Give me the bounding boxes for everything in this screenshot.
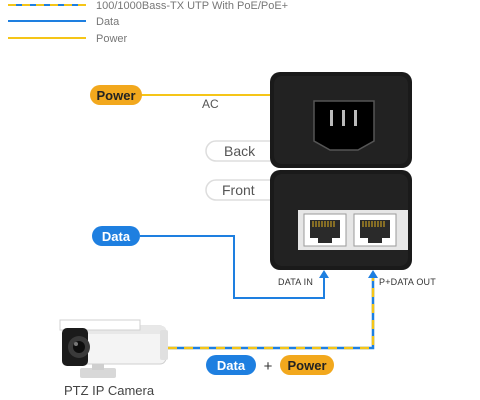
data-out-arrow <box>368 270 378 278</box>
injector-front <box>270 170 412 270</box>
plus-sign: + <box>264 358 273 375</box>
legend: 100/1000Bass-TX UTP With PoE/PoE+ Data P… <box>8 0 288 45</box>
data-pill: Data <box>92 226 140 246</box>
injector-back <box>270 72 412 168</box>
svg-text:Data: Data <box>102 229 131 244</box>
bottom-power-pill: Power <box>280 355 334 375</box>
rj45-port-icon <box>353 213 397 247</box>
legend-label-combined: 100/1000Bass-TX UTP With PoE/PoE+ <box>96 0 288 12</box>
rj45-port-icon <box>303 213 347 247</box>
legend-label-power: Power <box>96 33 128 45</box>
data-wire <box>140 235 325 299</box>
data-in-label: DATA IN <box>278 277 313 287</box>
back-label: Back <box>205 140 270 162</box>
camera-label: PTZ IP Camera <box>64 383 155 398</box>
svg-text:Front: Front <box>222 182 255 198</box>
data-in-arrow <box>319 270 329 278</box>
svg-text:Back: Back <box>224 143 256 159</box>
data-out-label: P+DATA OUT <box>379 277 436 287</box>
power-pill: Power <box>90 85 142 105</box>
front-label: Front <box>205 179 270 201</box>
svg-text:Data: Data <box>217 358 246 373</box>
legend-label-data: Data <box>96 16 120 28</box>
bullet-camera-icon <box>59 319 168 378</box>
bottom-data-pill: Data <box>206 355 256 375</box>
ac-label: AC <box>202 97 219 111</box>
poe-cable <box>163 272 375 350</box>
ac-socket-icon <box>313 100 375 151</box>
svg-text:Power: Power <box>287 358 326 373</box>
svg-text:Power: Power <box>96 88 135 103</box>
